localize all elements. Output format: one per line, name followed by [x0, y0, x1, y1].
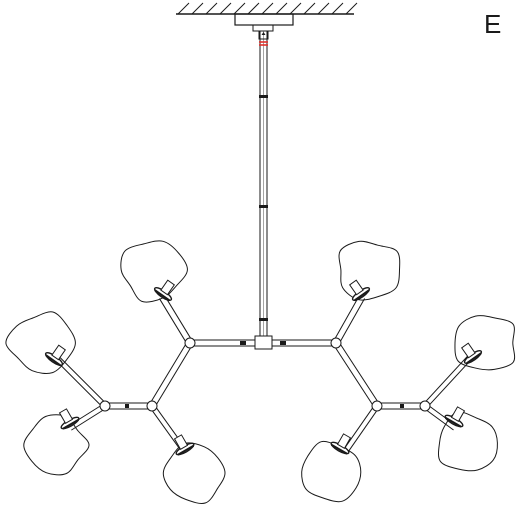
lamp-socket	[348, 279, 371, 302]
lamp-socket	[444, 406, 466, 428]
ceiling-hatch	[275, 2, 288, 15]
arm-segment	[342, 404, 380, 454]
branch-arms	[52, 295, 475, 454]
arm-joint	[146, 400, 158, 412]
center-hub	[254, 335, 273, 350]
arm-segment	[105, 402, 152, 410]
lamp-socket	[173, 434, 195, 456]
ceiling-hatch	[233, 2, 246, 15]
down-rod	[258, 30, 269, 341]
arm-segment	[149, 341, 193, 408]
figure-label: E	[484, 9, 501, 39]
arm-joint	[330, 337, 342, 349]
ceiling-hatch	[177, 2, 190, 15]
lamp-socket	[460, 342, 483, 365]
ceiling-hatch	[303, 2, 316, 15]
glass-shade	[23, 408, 90, 476]
lamp-socket	[44, 344, 67, 367]
glass-shade	[338, 240, 401, 302]
lamp-socket	[330, 433, 352, 455]
arm-segment	[159, 295, 193, 345]
lamp-socket	[153, 279, 176, 302]
arm-joint	[419, 400, 431, 412]
glass-shade	[301, 433, 362, 503]
glass-shade	[454, 315, 516, 371]
ceiling-hatch	[289, 2, 302, 15]
glass-shade	[5, 311, 76, 374]
ceiling-hatch	[247, 2, 260, 15]
ceiling-hatch	[261, 2, 274, 15]
arm-ring	[240, 341, 246, 345]
ceiling-hatch	[317, 2, 330, 15]
ceiling-hatch	[345, 2, 358, 15]
arm-segment	[377, 402, 425, 410]
glass-shade	[162, 434, 226, 504]
glass-shade	[437, 406, 498, 472]
arm-segment	[332, 295, 366, 345]
ceiling-hatch	[331, 2, 344, 15]
arm-joint	[99, 400, 111, 412]
arm-joint	[371, 400, 383, 412]
arm-ring	[280, 341, 286, 345]
glass-globe-shades	[5, 240, 516, 504]
lamp-socket	[58, 408, 80, 430]
arm-joint	[184, 337, 196, 349]
glass-shade	[120, 240, 188, 303]
arm-ring	[400, 404, 404, 408]
ceiling-mount	[176, 2, 358, 32]
ceiling-hatch	[219, 2, 232, 15]
arm-segment	[333, 341, 380, 408]
ceiling-hatch	[191, 2, 204, 15]
arm-ring	[125, 404, 129, 408]
ceiling-hatch	[205, 2, 218, 15]
